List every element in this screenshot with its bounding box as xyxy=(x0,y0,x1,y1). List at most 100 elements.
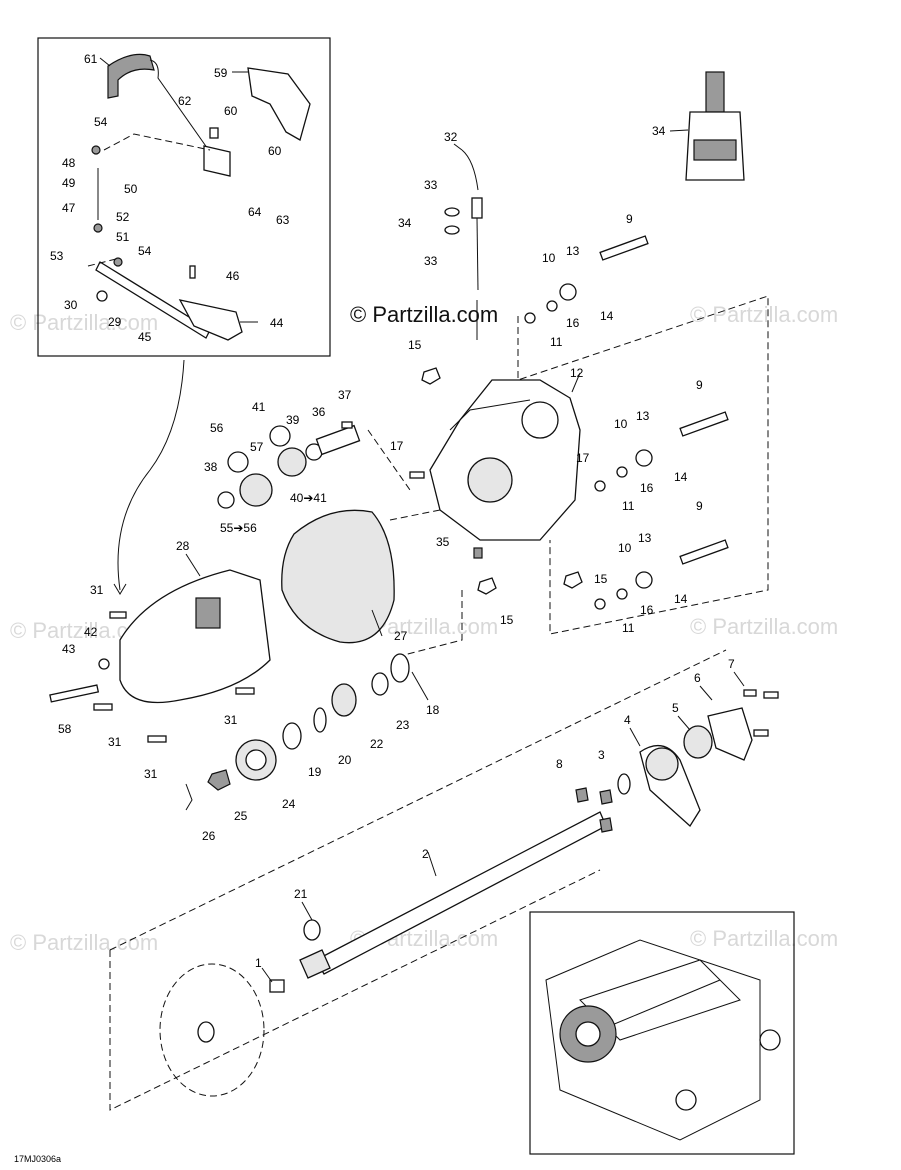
dash-outline-right xyxy=(517,295,769,635)
dipstick xyxy=(444,149,483,340)
callout-34: 34 xyxy=(652,124,666,138)
callout-30: 30 xyxy=(64,298,78,312)
callout-14: 14 xyxy=(600,309,614,323)
watermark: © Partzilla.com xyxy=(10,930,158,955)
callout-52: 52 xyxy=(116,210,130,224)
gearcase-cover xyxy=(49,569,271,743)
callout-16: 16 xyxy=(640,481,654,495)
callout-3: 3 xyxy=(598,748,605,762)
callout-61: 61 xyxy=(84,52,98,66)
shift-handle xyxy=(107,53,155,99)
callout-31: 31 xyxy=(90,583,104,597)
callout-11: 11 xyxy=(622,621,635,635)
gear-cluster xyxy=(217,421,425,509)
dash-axis-top xyxy=(109,649,727,951)
callout-15: 15 xyxy=(500,613,514,627)
callout-10: 10 xyxy=(614,417,628,431)
callout-17: 17 xyxy=(576,451,590,465)
callout-38: 38 xyxy=(204,460,218,474)
dash-axis-bottom xyxy=(109,869,601,1111)
callout-47: 47 xyxy=(62,201,76,215)
callout-44: 44 xyxy=(270,316,284,330)
callout-36: 36 xyxy=(312,405,326,419)
callout-13: 13 xyxy=(566,244,580,258)
callout-4: 4 xyxy=(624,713,631,727)
shift-linkage-inset xyxy=(37,37,331,357)
callout-57: 57 xyxy=(250,440,264,454)
callout-37: 37 xyxy=(338,388,352,402)
callout-13: 13 xyxy=(636,409,650,423)
callout-1: 1 xyxy=(255,956,262,970)
callout-2: 2 xyxy=(422,847,429,861)
callout-49: 49 xyxy=(62,176,76,190)
callout-10: 10 xyxy=(618,541,632,555)
callout-18: 18 xyxy=(426,703,440,717)
watermark: © Partzilla.com xyxy=(10,310,158,335)
callout-12: 12 xyxy=(570,366,584,380)
vehicle-location-inset xyxy=(529,911,795,1155)
callout-45: 45 xyxy=(138,330,152,344)
callout-31: 31 xyxy=(108,735,122,749)
callout-63: 63 xyxy=(276,213,290,227)
leader-lines xyxy=(99,57,745,983)
callout-23: 23 xyxy=(396,718,410,732)
callout-54: 54 xyxy=(138,244,152,258)
callout-50: 50 xyxy=(124,182,138,196)
callout-54: 54 xyxy=(94,115,108,129)
callout-15: 15 xyxy=(408,338,422,352)
callout-13: 13 xyxy=(638,531,652,545)
callout-11: 11 xyxy=(622,499,635,513)
callout-17: 17 xyxy=(390,439,404,453)
callout-11: 11 xyxy=(550,335,563,349)
callout-26: 26 xyxy=(202,829,216,843)
callout-51: 51 xyxy=(116,230,130,244)
callout-41: 41 xyxy=(252,400,266,414)
shift-shaft xyxy=(95,261,211,339)
callout-21: 21 xyxy=(294,887,308,901)
assembly-arrow xyxy=(117,359,185,591)
callout-62: 62 xyxy=(178,94,192,108)
callout-33: 33 xyxy=(424,254,438,268)
callout-16: 16 xyxy=(640,603,654,617)
watermark: © Partzilla.com xyxy=(690,614,838,639)
drive-shaft xyxy=(269,787,613,993)
callout-64: 64 xyxy=(248,205,262,219)
watermark: © Partzilla.com xyxy=(690,302,838,327)
watermark: © Partzilla.com xyxy=(690,926,838,951)
fasteners-right xyxy=(421,235,729,610)
callout-33: 33 xyxy=(424,178,438,192)
callout-19: 19 xyxy=(308,765,322,779)
callout-29: 29 xyxy=(108,315,122,329)
drawing-code: 17MJ0306a xyxy=(14,1154,61,1164)
gearcase-housing xyxy=(429,379,581,541)
callout-55-56: 55➔56 xyxy=(220,521,257,535)
shift-linkage-parts xyxy=(87,53,311,341)
callout-7: 7 xyxy=(728,657,735,671)
callout-14: 14 xyxy=(674,592,688,606)
callout-16: 16 xyxy=(566,316,580,330)
watermark-layer: © Partzilla.com © Partzilla.com © Partzi… xyxy=(10,302,838,955)
callout-34: 34 xyxy=(398,216,412,230)
callout-10: 10 xyxy=(542,251,556,265)
callout-9: 9 xyxy=(626,212,633,226)
callout-60: 60 xyxy=(224,104,238,118)
callout-46: 46 xyxy=(226,269,240,283)
callout-42: 42 xyxy=(84,625,98,639)
pulley-outline xyxy=(159,963,265,1097)
bearings-seals xyxy=(185,653,410,811)
vehicle-sketch xyxy=(545,939,781,1141)
callout-15: 15 xyxy=(594,572,608,586)
callout-25: 25 xyxy=(234,809,248,823)
callout-59: 59 xyxy=(214,66,228,80)
callout-labels: 1 2 3 4 5 6 7 8 9 9 9 10 10 10 11 11 11 … xyxy=(50,52,735,970)
oil-bottle xyxy=(685,71,745,181)
callout-60: 60 xyxy=(268,144,282,158)
callout-20: 20 xyxy=(338,753,352,767)
bearing-carrier xyxy=(617,689,779,828)
dash-outline-mid xyxy=(399,590,463,657)
callout-58: 58 xyxy=(58,722,72,736)
callout-5: 5 xyxy=(672,701,679,715)
callout-9: 9 xyxy=(696,378,703,392)
callout-6: 6 xyxy=(694,671,701,685)
